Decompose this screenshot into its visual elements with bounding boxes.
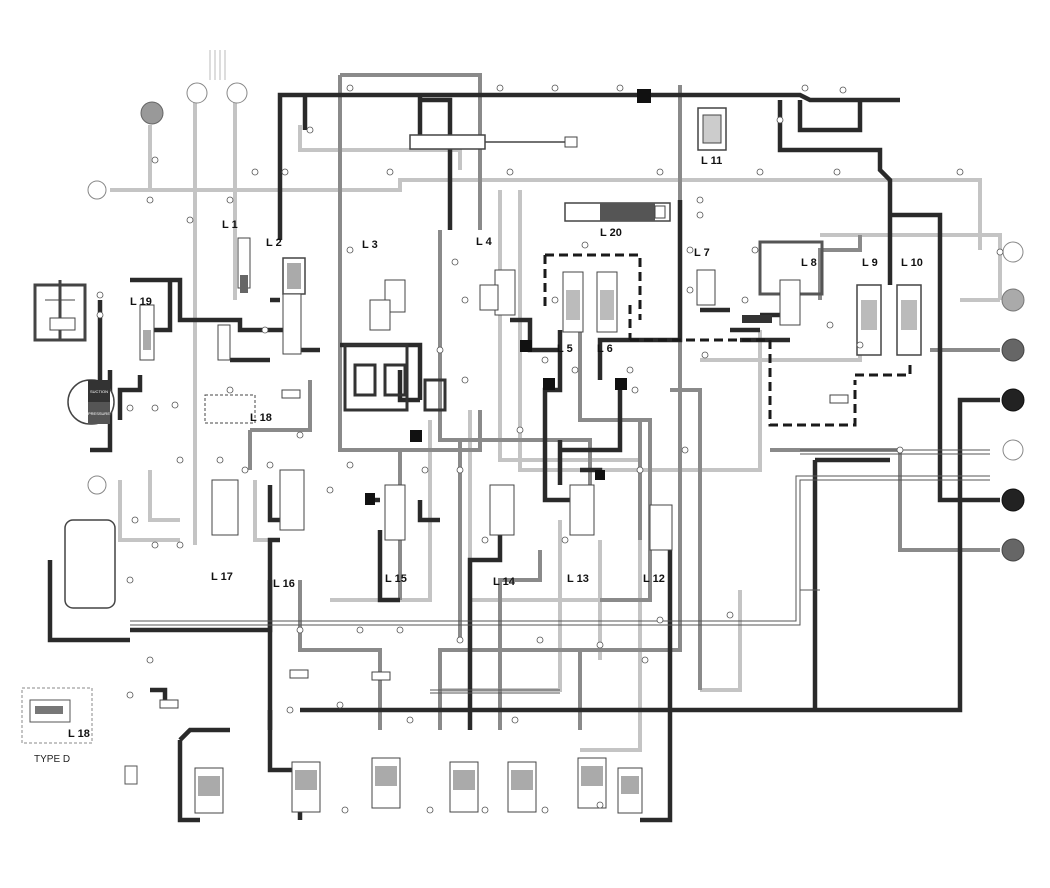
- dashed-lines: [543, 253, 912, 427]
- tank-suction-label: SUCTION: [90, 389, 108, 394]
- l8-valve: [742, 240, 824, 326]
- orifices: [96, 84, 1004, 814]
- label-l2: L 2: [266, 237, 282, 249]
- label-l3: L 3: [362, 239, 378, 251]
- component-labels: L 1 L 2 L 3 L 4 L 5 L 6 L 7 L 8 L 9 L 10…: [34, 155, 923, 765]
- top-cylinder: [409, 134, 578, 150]
- torque-converter: [64, 519, 116, 609]
- medium-lines: [248, 73, 1000, 730]
- l11-valve: [697, 107, 727, 151]
- drain-lines: [130, 449, 990, 694]
- l7-valve: [696, 269, 716, 306]
- label-l12: L 12: [643, 573, 665, 585]
- l3-valve: [369, 279, 406, 331]
- l19-valve: [139, 304, 155, 361]
- label-l19: L 19: [130, 296, 152, 308]
- right-circles: [1001, 241, 1025, 562]
- label-l11: L 11: [701, 155, 722, 167]
- l2-valve: [282, 257, 306, 355]
- label-l17: L 17: [211, 571, 233, 583]
- label-l15: L 15: [385, 573, 407, 585]
- l1-valve: [217, 237, 251, 361]
- l18-valve: [204, 394, 256, 424]
- label-l10: L 10: [901, 257, 923, 269]
- l20-accumulator: [564, 202, 671, 222]
- label-l14: L 14: [493, 576, 516, 588]
- solenoids: [194, 757, 643, 814]
- label-l13: L 13: [567, 573, 589, 585]
- label-l20: L 20: [600, 227, 622, 239]
- top-circles: [87, 50, 248, 495]
- label-l5: L 5: [557, 343, 573, 355]
- label-l18: L 18: [250, 412, 272, 424]
- oil-strainer: [33, 280, 87, 342]
- l9-l10-valves: [856, 284, 922, 356]
- pressure-switches: [159, 389, 849, 709]
- mid-valves: [211, 469, 673, 551]
- label-l9: L 9: [862, 257, 878, 269]
- l5-l6-valves: [562, 271, 618, 333]
- small-sensor: [124, 765, 138, 785]
- l3-lower-boxes: [343, 343, 447, 412]
- oil-pump: SUCTION PRESSURE: [67, 379, 115, 425]
- label-type-d: TYPE D: [34, 754, 70, 765]
- l18-type-d-inset: [21, 687, 93, 744]
- label-l8: L 8: [801, 257, 817, 269]
- label-l18-inset: L 18: [68, 728, 90, 740]
- label-l16: L 16: [273, 578, 295, 590]
- black-lines: [47, 92, 1000, 823]
- label-l4: L 4: [476, 236, 493, 248]
- light-lines: [110, 100, 1002, 752]
- check-valves: [365, 89, 651, 505]
- label-l6: L 6: [597, 343, 613, 355]
- tank-pressure-label: PRESSURE: [88, 411, 110, 416]
- l4-valve: [479, 269, 516, 316]
- label-l7: L 7: [694, 247, 710, 259]
- label-l1: L 1: [222, 219, 238, 231]
